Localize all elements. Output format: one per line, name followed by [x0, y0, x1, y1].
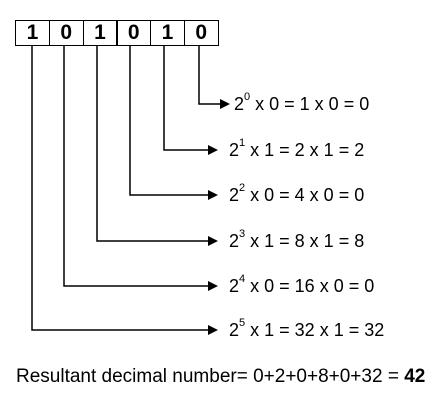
equation-rest: x 0 = 16 x 0 = 0	[245, 276, 375, 296]
bit-box: 1	[82, 20, 118, 46]
equation-base: 2	[229, 276, 240, 296]
connector-line	[96, 46, 209, 242]
equation-rest: x 0 = 1 x 0 = 0	[250, 94, 370, 114]
arrow-head-icon	[208, 281, 218, 291]
equation-base: 2	[229, 231, 240, 251]
power-equation: 24 x 0 = 16 x 0 = 0	[229, 273, 375, 297]
result-label: Resultant decimal number= 0+2+0+8+0+32 =	[16, 366, 405, 387]
arrow-head-icon	[208, 190, 218, 200]
equation-base: 2	[234, 94, 245, 114]
power-equation: 21 x 1 = 2 x 1 = 2	[229, 137, 365, 161]
equation-base: 2	[229, 320, 240, 340]
equation-rest: x 0 = 4 x 0 = 0	[245, 185, 365, 205]
equation-rest: x 1 = 2 x 1 = 2	[245, 140, 365, 160]
resultant-decimal-line: Resultant decimal number= 0+2+0+8+0+32 =…	[16, 366, 425, 388]
bit-box: 1	[150, 20, 185, 46]
connector-line	[31, 46, 209, 331]
equation-rest: x 1 = 8 x 1 = 8	[245, 231, 365, 251]
equation-base: 2	[229, 185, 240, 205]
connector-line	[63, 46, 209, 287]
equation-exponent: 5	[239, 317, 246, 329]
bit-box: 1	[15, 20, 50, 46]
connector-line	[163, 46, 209, 151]
power-equation: 20 x 0 = 1 x 0 = 0	[234, 91, 370, 115]
result-value: 42	[404, 366, 426, 387]
power-equation: 23 x 1 = 8 x 1 = 8	[229, 228, 365, 252]
arrow-head-icon	[220, 99, 230, 109]
connector-line	[198, 46, 221, 105]
equation-exponent: 1	[239, 137, 246, 149]
equation-exponent: 2	[239, 182, 246, 194]
equation-exponent: 4	[239, 273, 246, 285]
bit-box: 0	[116, 20, 151, 46]
equation-rest: x 1 = 32 x 1 = 32	[245, 320, 385, 340]
power-equation: 25 x 1 = 32 x 1 = 32	[229, 317, 385, 341]
bit-box: 0	[49, 20, 84, 46]
equation-base: 2	[229, 140, 240, 160]
arrow-head-icon	[208, 236, 218, 246]
power-equation: 22 x 0 = 4 x 0 = 0	[229, 182, 365, 206]
bit-box: 0	[184, 20, 219, 46]
arrow-head-icon	[208, 145, 218, 155]
equation-exponent: 3	[239, 228, 246, 240]
equation-exponent: 0	[244, 91, 251, 103]
connector-line	[129, 46, 209, 196]
arrow-head-icon	[208, 325, 218, 335]
